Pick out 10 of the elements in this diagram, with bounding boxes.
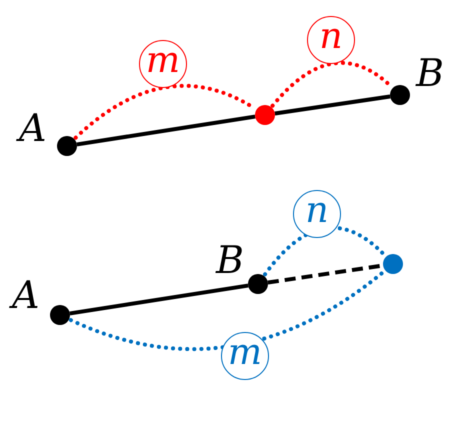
edge-label: n <box>293 190 341 238</box>
line-segment <box>76 114 256 146</box>
edge-label: m <box>221 332 269 380</box>
point-label: B <box>216 240 244 280</box>
line-segment <box>70 284 248 316</box>
edge-label: n <box>307 16 355 64</box>
point-label: B <box>416 53 444 93</box>
edge-label: m <box>139 40 187 88</box>
line-segment <box>274 94 390 116</box>
dotted-arc <box>68 270 386 351</box>
